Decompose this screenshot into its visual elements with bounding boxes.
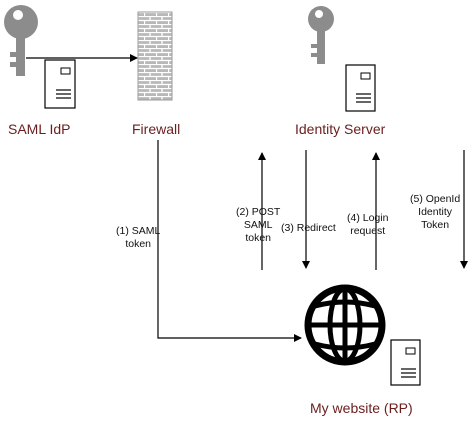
server-icon [345,64,376,112]
step-2-label: (2) POST SAML token [236,206,281,244]
step-5-label: (5) OpenId Identity Token [410,193,461,231]
label-my-website: My website (RP) [310,400,413,416]
label-saml-idp: SAML IdP [8,121,71,137]
step-4-label: (4) Login request [347,212,389,237]
step-3-label: (3) Redirect [281,222,336,234]
server-icon [390,339,421,386]
key-icon [4,5,38,76]
key-icon [308,6,334,64]
firewall-icon [137,11,173,101]
server-icon [44,59,76,109]
label-identity-server: Identity Server [295,121,386,137]
globe-icon [304,284,386,366]
connector-firewall-to-website [157,140,302,342]
label-firewall: Firewall [132,121,181,137]
step-1-label: (1) SAML token [116,225,161,250]
